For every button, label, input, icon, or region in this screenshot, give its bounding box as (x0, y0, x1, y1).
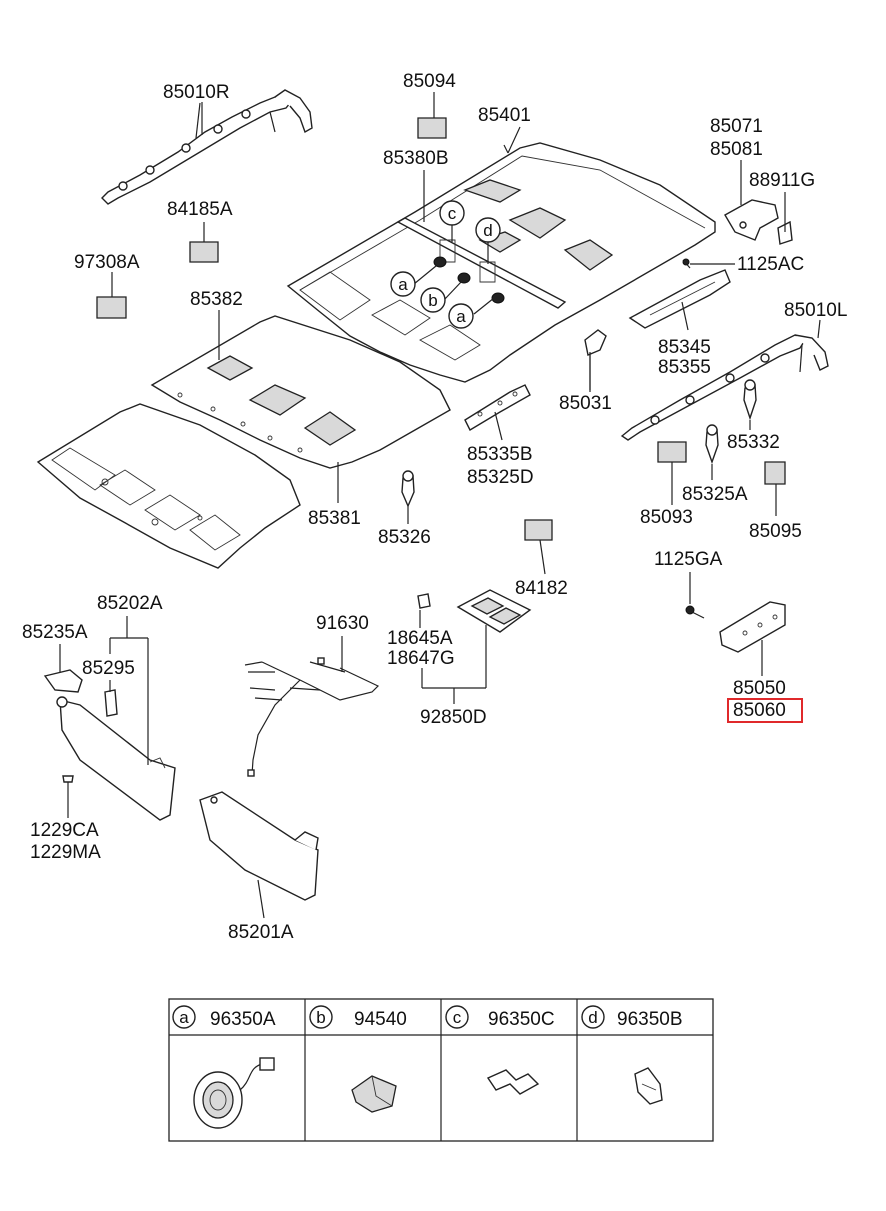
headliner-middle (150, 315, 451, 469)
callout-a-2: a (448, 303, 474, 329)
legend-cell-c: c 96350C (445, 1005, 555, 1030)
label-1125GA: 1125GA (654, 549, 723, 570)
legend-cell-b: b 94540 (309, 1005, 407, 1030)
label-85335B: 85335B (467, 444, 533, 465)
component-94540-icon (351, 1075, 397, 1113)
part-labels: 85010R 85094 85401 85071 85081 88911G 85… (22, 71, 847, 943)
bracket-96350C-icon (486, 1069, 540, 1095)
svg-text:d: d (483, 221, 492, 240)
bulb-18645A (417, 593, 431, 609)
pad-84182 (524, 519, 553, 541)
label-85031: 85031 (559, 393, 612, 414)
label-85380B: 85380B (383, 148, 449, 169)
svg-text:94540: 94540 (354, 1009, 407, 1030)
svg-text:96350B: 96350B (617, 1009, 683, 1030)
svg-text:96350A: 96350A (210, 1009, 276, 1030)
callout-d-1: d (475, 217, 501, 243)
room-lamp-92850D (456, 589, 532, 633)
wiring-91630 (244, 657, 380, 777)
svg-text:b: b (316, 1008, 325, 1027)
pad-85093 (657, 441, 687, 463)
svg-text:c: c (453, 1008, 462, 1027)
clip-1125AC (682, 258, 691, 269)
label-18645A: 18645A (387, 628, 453, 649)
label-85355: 85355 (658, 357, 711, 378)
clip-85332 (743, 379, 757, 421)
label-1229MA: 1229MA (30, 842, 101, 863)
svg-text:a: a (179, 1008, 189, 1027)
label-92850D: 92850D (420, 707, 487, 728)
pad-85094 (417, 117, 447, 139)
clip-85325A (705, 424, 719, 465)
pad-85095 (764, 461, 786, 485)
label-85010L: 85010L (784, 300, 847, 321)
curtain-airbag-left (620, 334, 829, 441)
bracket-85071 (724, 199, 793, 245)
label-85071: 85071 (710, 116, 763, 137)
label-85050: 85050 (733, 678, 786, 699)
svg-text:b: b (428, 291, 437, 310)
legend-table: a 96350A b 94540 c 96350C d 96350B (168, 998, 714, 1142)
svg-text:96350C: 96350C (488, 1009, 555, 1030)
wire-clip-85031 (584, 329, 607, 390)
sunvisor-85202A (59, 689, 176, 821)
pad-97308A (96, 296, 127, 319)
label-1125AC: 1125AC (737, 254, 804, 275)
label-85345: 85345 (658, 337, 711, 358)
screw-1229CA (62, 775, 74, 800)
legend-cell-d: d 96350B (581, 1005, 683, 1030)
bolt-1125GA (685, 605, 705, 619)
svg-text:d: d (588, 1008, 597, 1027)
curtain-airbag-right (101, 89, 313, 205)
callout-c-1: c (439, 200, 465, 226)
callout-a-1: a (390, 271, 416, 297)
bracket-85050 (719, 601, 786, 653)
label-85081: 85081 (710, 139, 763, 160)
label-85060: 85060 (733, 700, 786, 721)
bracket-85335B (464, 384, 531, 431)
label-85325A: 85325A (682, 484, 748, 505)
clip-85326 (401, 470, 415, 508)
label-91630: 91630 (316, 613, 369, 634)
label-85201A: 85201A (228, 922, 294, 943)
svg-text:c: c (448, 204, 457, 223)
speaker-96350A-icon (193, 1057, 275, 1129)
label-18647G: 18647G (387, 648, 455, 669)
label-97308A: 97308A (74, 252, 140, 273)
label-85332: 85332 (727, 432, 780, 453)
assist-rail-85345 (628, 269, 731, 329)
label-85010R: 85010R (163, 82, 230, 103)
label-85093: 85093 (640, 507, 693, 528)
label-85094: 85094 (403, 71, 456, 92)
sunvisor-85201A (199, 791, 319, 901)
label-84182: 84182 (515, 578, 568, 599)
label-85295: 85295 (82, 658, 135, 679)
label-85401: 85401 (478, 105, 531, 126)
label-88911G: 88911G (749, 170, 815, 191)
pad-84185A (189, 241, 219, 263)
label-85382: 85382 (190, 289, 243, 310)
label-85202A: 85202A (97, 593, 163, 614)
label-85326: 85326 (378, 527, 431, 548)
leader-lines (59, 92, 821, 919)
bracket-96350B-icon (634, 1067, 663, 1105)
label-1229CA: 1229CA (30, 820, 99, 841)
headliner-front (36, 403, 301, 569)
label-85325D: 85325D (467, 467, 534, 488)
label-85235A: 85235A (22, 622, 88, 643)
callout-b-1: b (420, 287, 446, 313)
legend-cell-a: a 96350A (172, 1005, 276, 1030)
holder-85235A (43, 669, 83, 708)
svg-text:a: a (398, 275, 408, 294)
svg-text:a: a (456, 307, 466, 326)
label-84185A: 84185A (167, 199, 233, 220)
label-85381: 85381 (308, 508, 361, 529)
highlight-85060 (727, 698, 803, 723)
label-85095: 85095 (749, 521, 802, 542)
